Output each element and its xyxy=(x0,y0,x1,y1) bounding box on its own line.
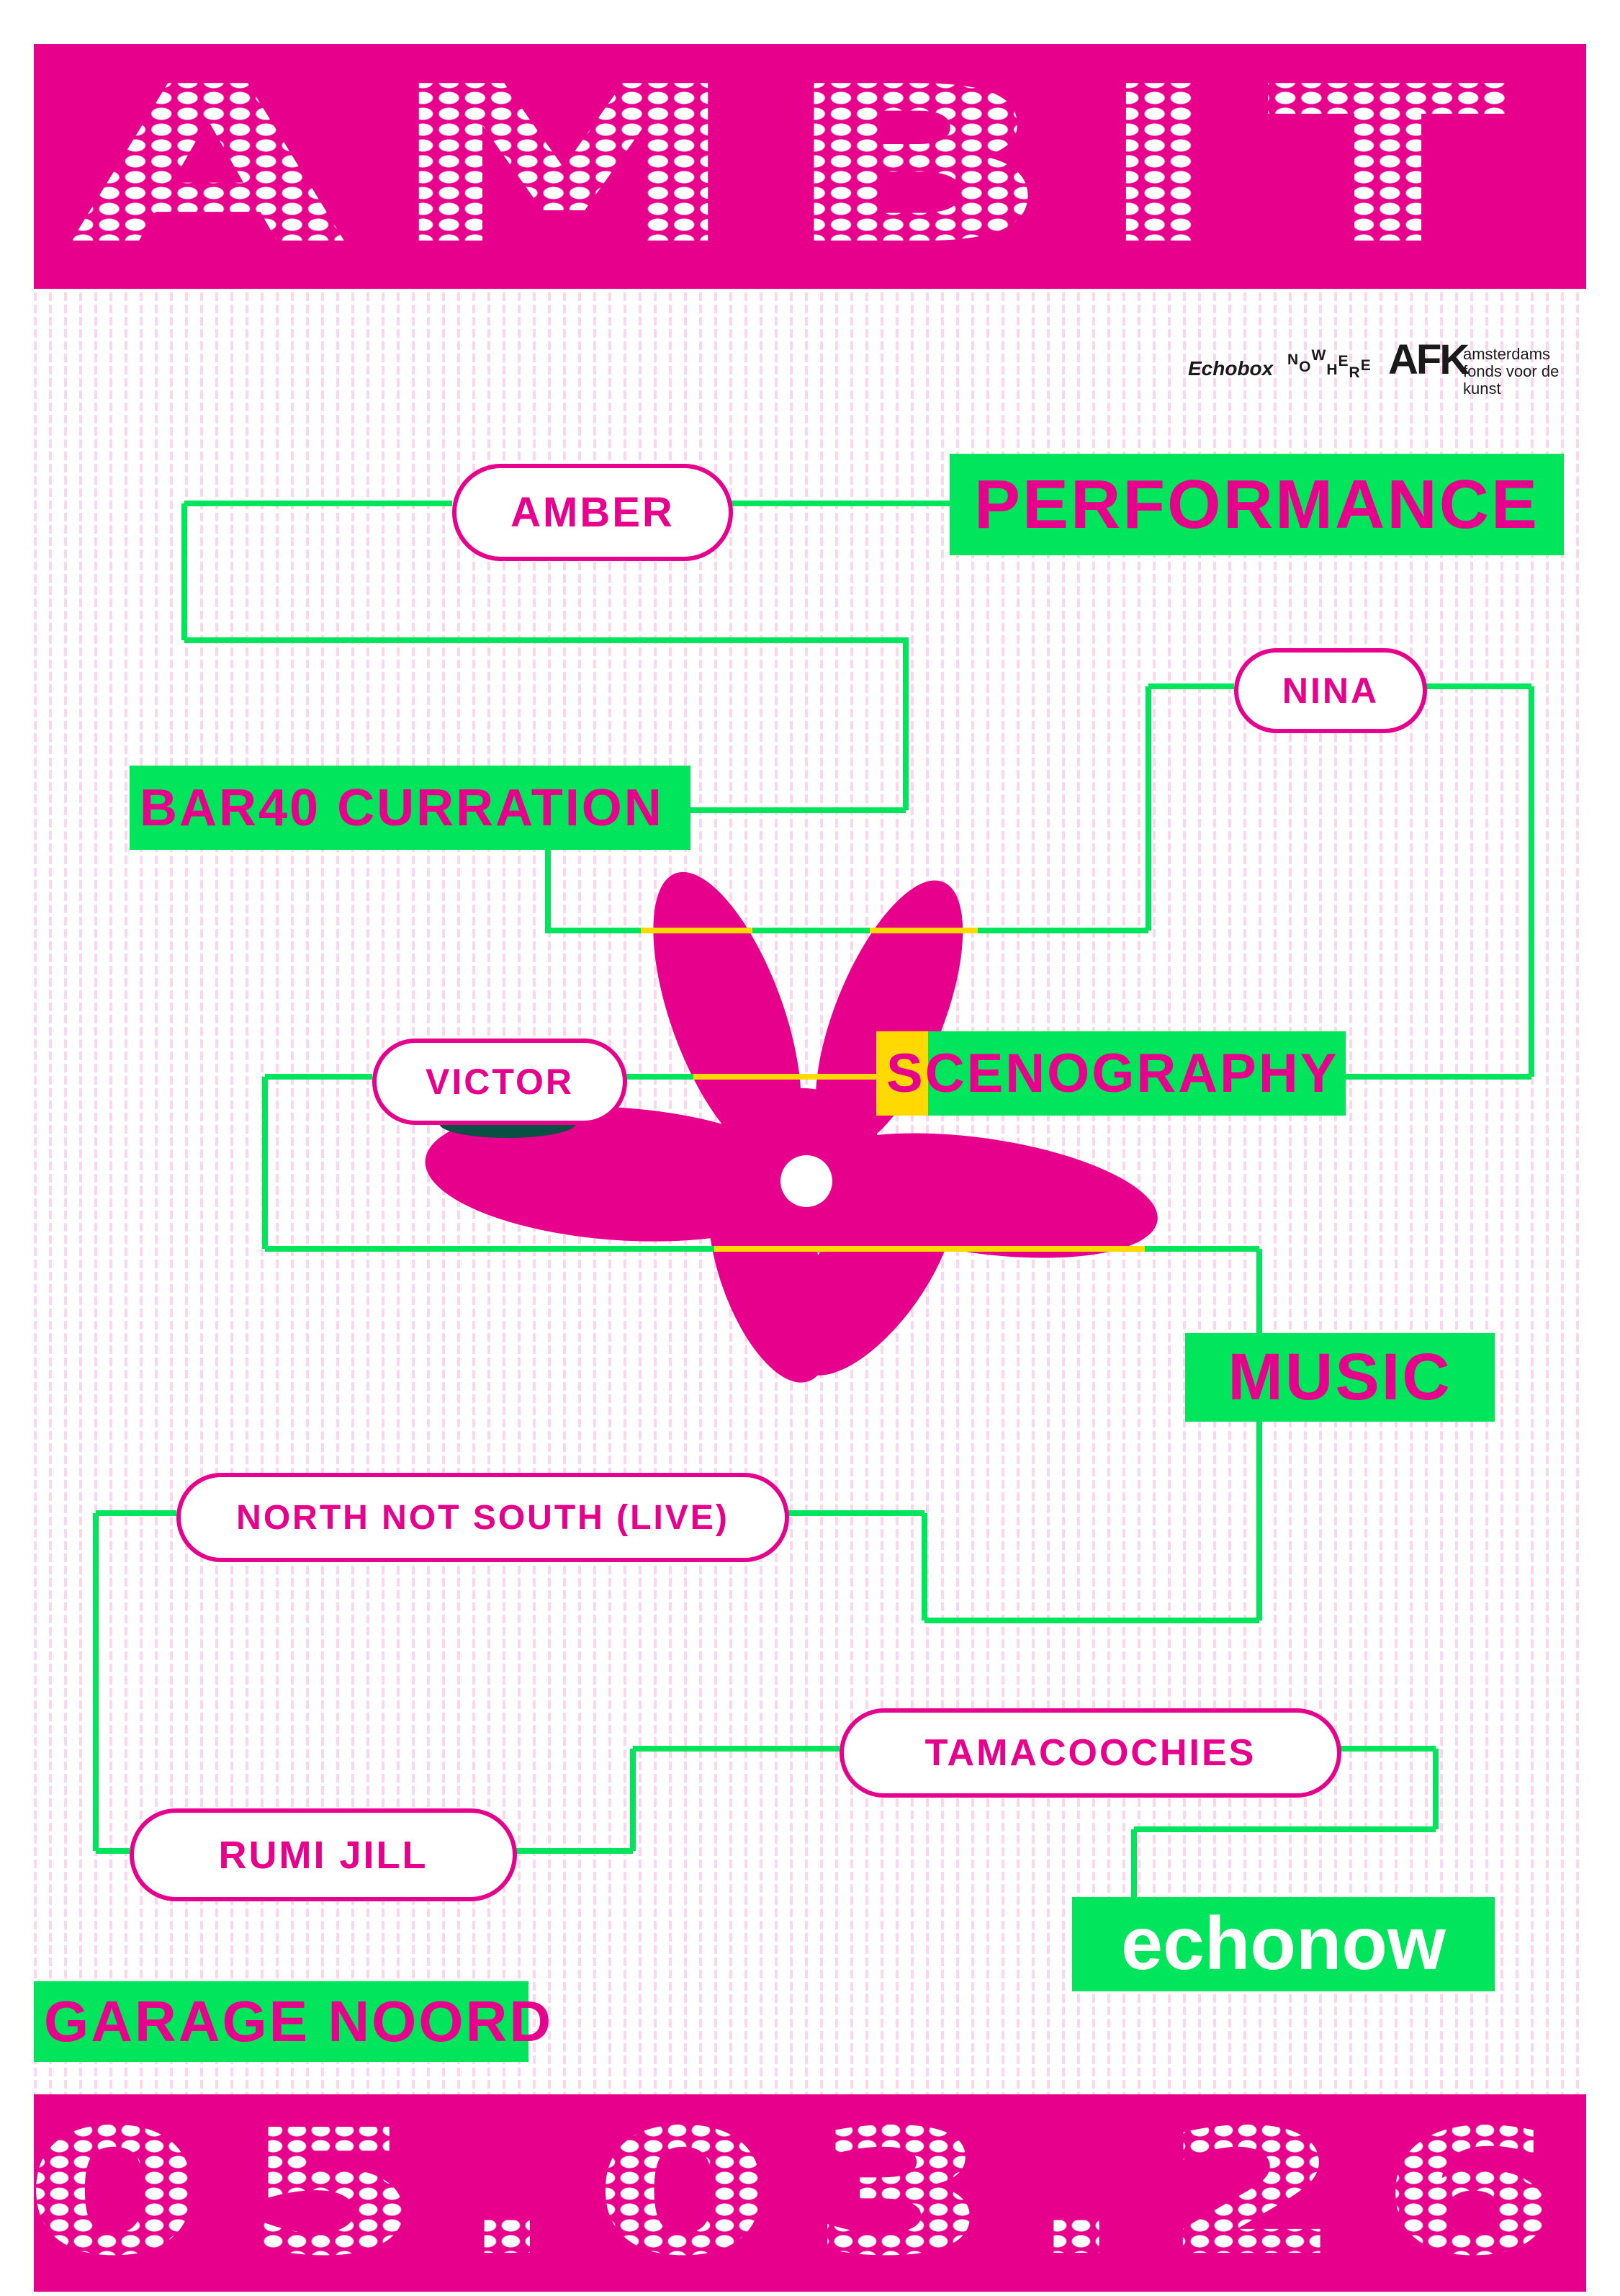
connector-highlight xyxy=(693,1074,893,1080)
connector-line xyxy=(184,637,909,643)
connector-line xyxy=(924,1618,1259,1623)
connector-highlight xyxy=(641,928,752,933)
node-tamacoochies: TAMACOOCHIES xyxy=(840,1708,1341,1798)
connector-line xyxy=(1418,683,1531,689)
afk-text-line: kunst xyxy=(1463,380,1501,398)
connector-line xyxy=(1433,1749,1439,1829)
header-banner: AMBIT xyxy=(34,44,1586,289)
connector-line xyxy=(1256,1249,1262,1333)
connector-line xyxy=(780,1510,924,1516)
connector-line xyxy=(1148,683,1234,689)
connector-line xyxy=(96,1848,130,1854)
afk-logo: AFK xyxy=(1388,336,1470,383)
connector-line xyxy=(1336,1074,1531,1080)
splat-graphic xyxy=(425,871,1158,1383)
label-text: MUSIC xyxy=(1228,1340,1452,1414)
connector-highlight xyxy=(870,928,978,933)
connector-highlight xyxy=(714,1246,1145,1252)
connector-line xyxy=(181,503,187,640)
splat-center-hole xyxy=(780,1155,832,1207)
echobox-logo: Echobox xyxy=(1188,357,1274,380)
node-rumi-jill: RUMI JILL xyxy=(130,1808,517,1901)
node-label: NINA xyxy=(1282,671,1380,711)
afk-logo-text: amsterdams fonds voor de kunst xyxy=(1463,345,1560,398)
yellow-accent-box xyxy=(876,1031,928,1116)
connector-line xyxy=(1529,686,1534,1077)
connector-line xyxy=(922,1513,927,1620)
footer-banner: 05.03.26 xyxy=(34,2094,1586,2292)
label-text: SCENOGRAPHY xyxy=(886,1043,1339,1104)
connector-line xyxy=(1134,1826,1436,1832)
label-echonow: echonow xyxy=(1072,1897,1495,1991)
connector-line xyxy=(184,501,452,506)
connector-line xyxy=(678,807,906,813)
connector-line xyxy=(265,1074,372,1080)
node-label: RUMI JILL xyxy=(218,1833,428,1877)
label-bar40-curration: BAR40 CURRATION xyxy=(130,766,690,850)
event-date: 05.03.26 xyxy=(34,2107,1586,2279)
node-nina: NINA xyxy=(1234,648,1427,733)
connector-line xyxy=(633,1746,840,1752)
node-label: AMBER xyxy=(510,489,675,536)
node-north-not-south: NORTH NOT SOUTH (LIVE) xyxy=(176,1473,789,1562)
label-performance: PERFORMANCE xyxy=(950,454,1564,555)
node-victor: VICTOR xyxy=(372,1039,627,1125)
connector-line xyxy=(1256,1422,1262,1620)
connector-line xyxy=(508,1848,633,1854)
afk-text-line: fonds voor de xyxy=(1463,362,1560,381)
connector-line xyxy=(630,1749,636,1851)
label-scenography: SCENOGRAPHY xyxy=(876,1031,1346,1116)
venue-label: GARAGE NOORD xyxy=(34,1981,551,2062)
connector-line xyxy=(1146,686,1151,930)
node-amber: AMBER xyxy=(452,464,733,561)
connector-line xyxy=(96,1510,176,1516)
connector-line xyxy=(93,1513,99,1851)
connector-line xyxy=(1131,1829,1137,1897)
connector-line xyxy=(724,501,950,506)
node-label: TAMACOOCHIES xyxy=(924,1732,1256,1774)
label-text: BAR40 CURRATION xyxy=(140,779,664,837)
label-music: MUSIC xyxy=(1185,1333,1495,1422)
node-label: VICTOR xyxy=(426,1062,574,1102)
nowhere-logo: NOWHERE xyxy=(1287,347,1372,381)
label-text: GARAGE NOORD xyxy=(44,1989,554,2053)
poster-title: AMBIT xyxy=(70,44,1550,289)
connector-line xyxy=(1333,1746,1436,1752)
afk-text-line: amsterdams xyxy=(1463,345,1551,363)
connector-line xyxy=(545,847,551,933)
connector-line xyxy=(548,928,1148,933)
connector-line xyxy=(262,1077,268,1249)
connector-line xyxy=(903,640,909,810)
node-label: NORTH NOT SOUTH (LIVE) xyxy=(236,1498,729,1537)
label-text: PERFORMANCE xyxy=(973,465,1539,543)
label-text: echonow xyxy=(1121,1902,1446,1986)
